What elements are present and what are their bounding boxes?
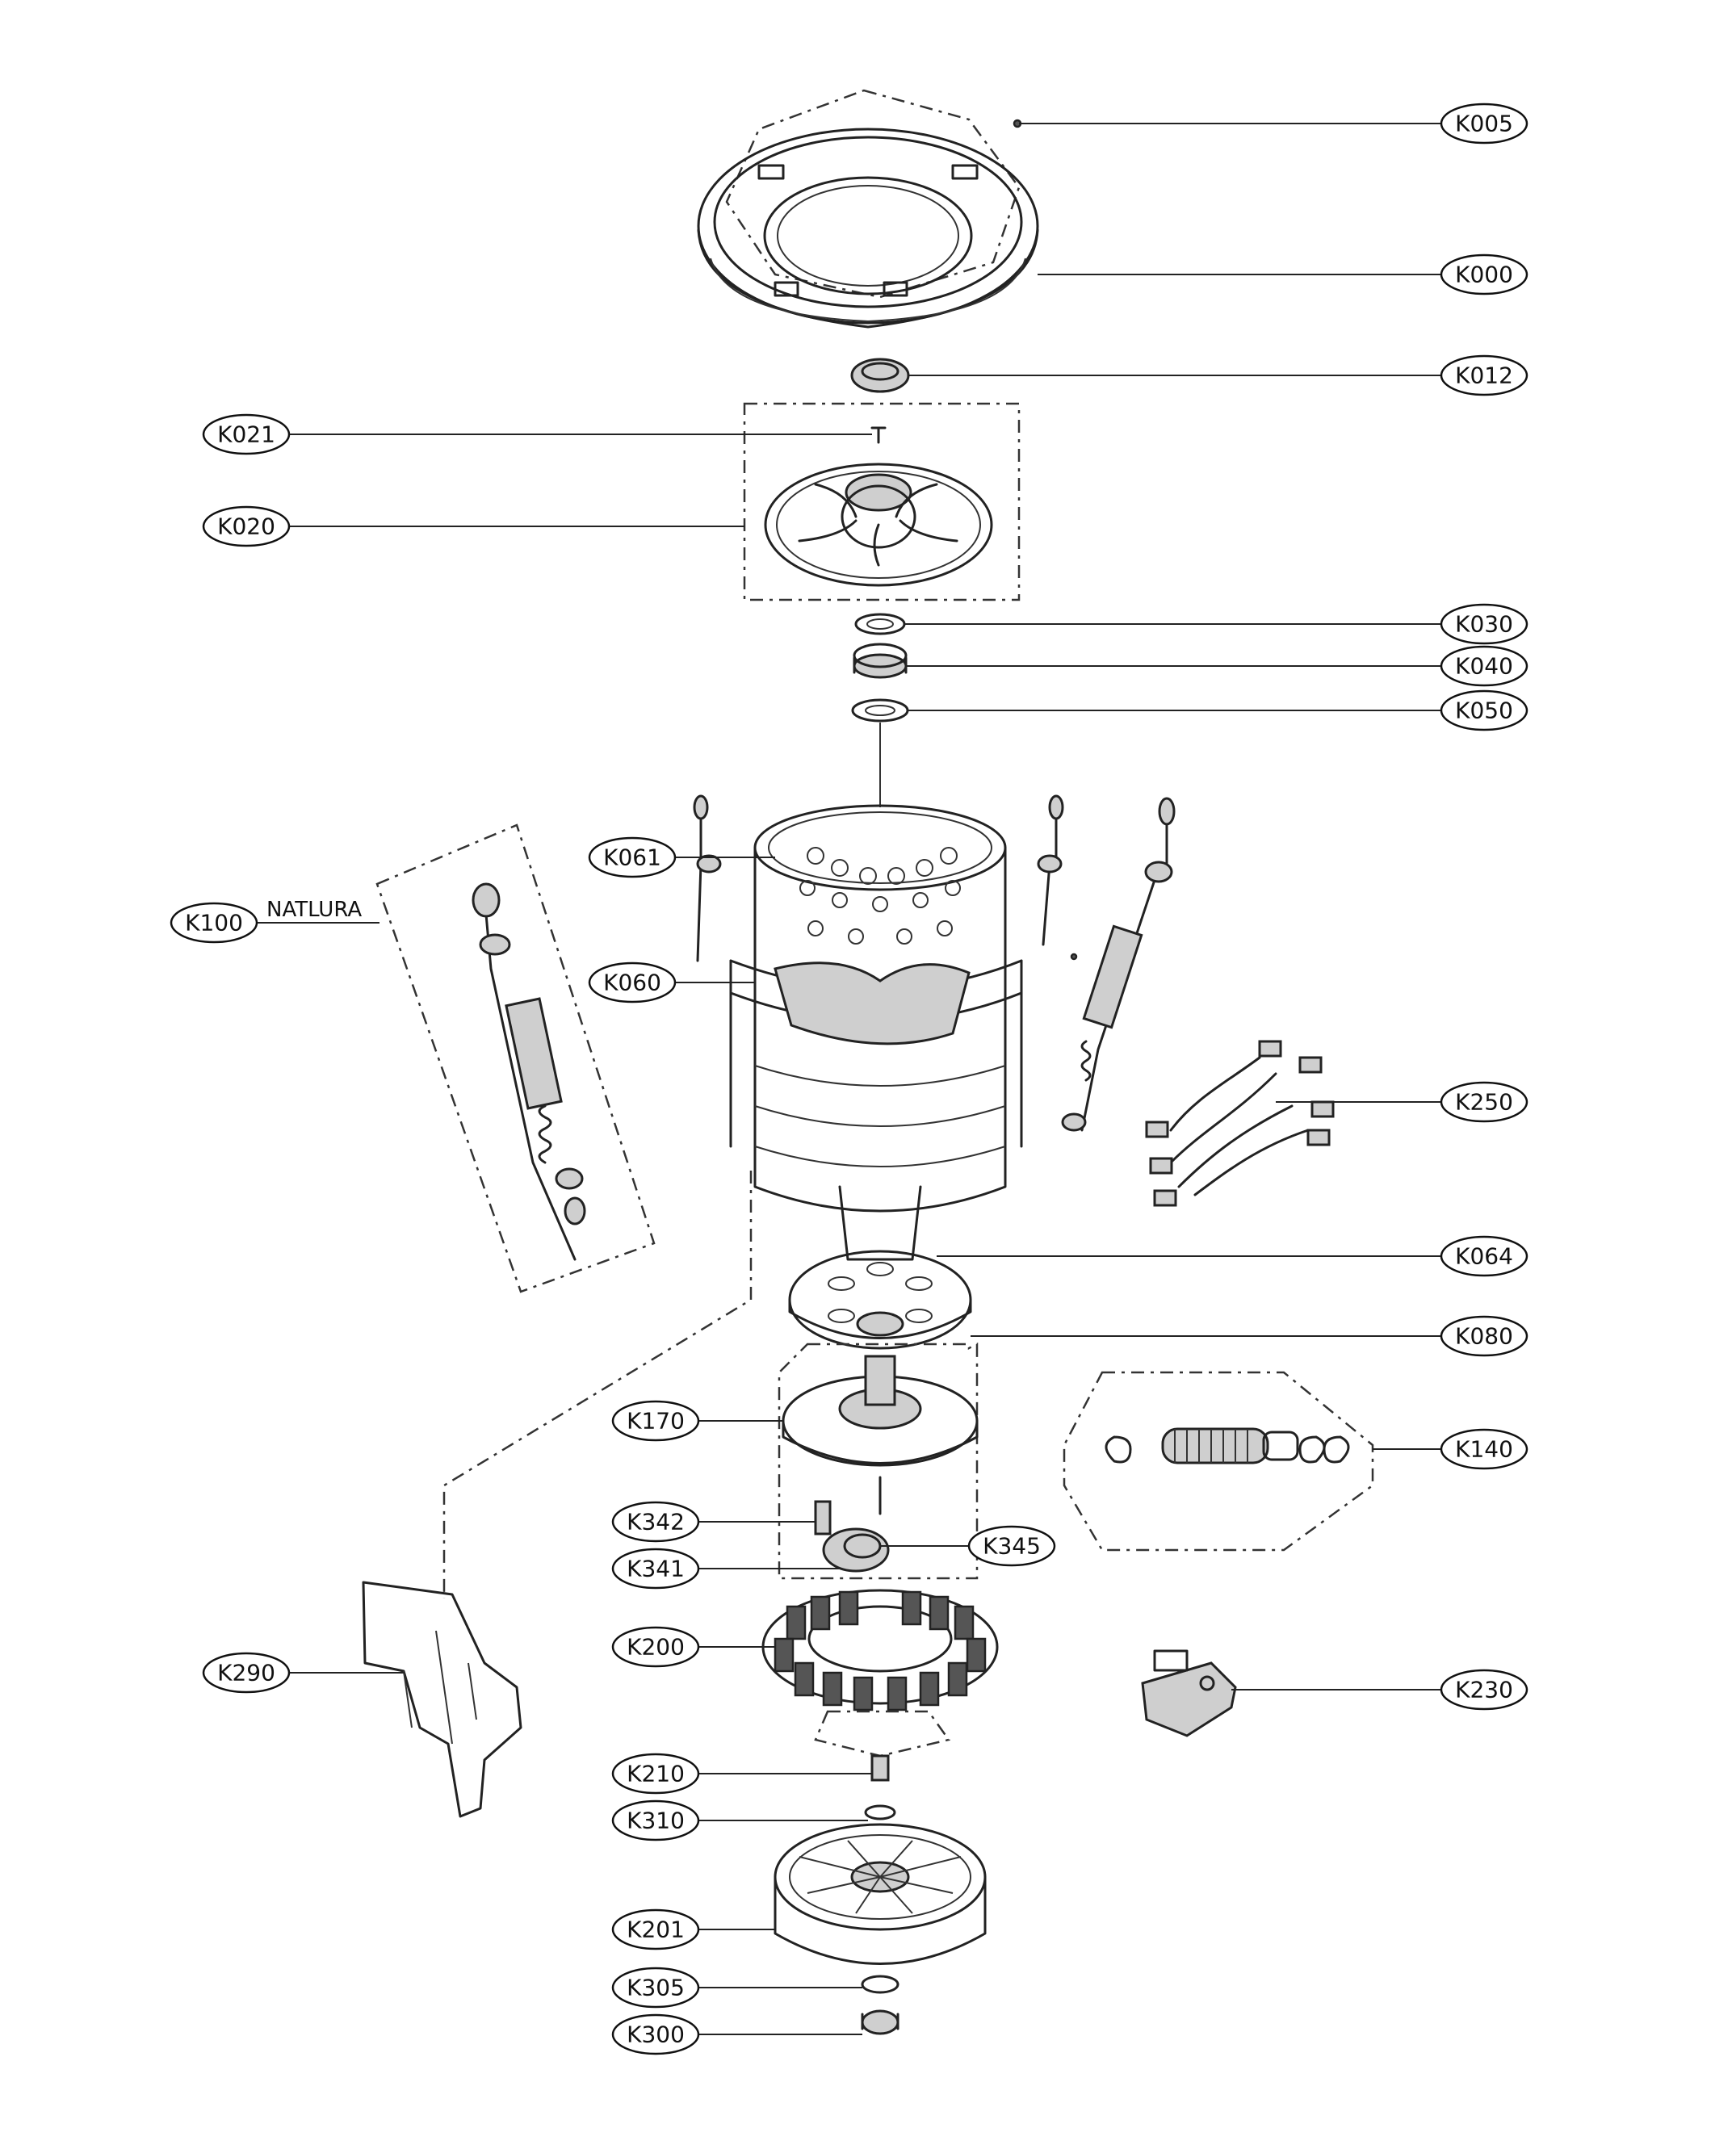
callout-k201: K201 (611, 1908, 700, 1950)
suspension-rod-detail (375, 823, 656, 1293)
callout-k064: K064 (1440, 1235, 1528, 1277)
svg-text:K061: K061 (603, 844, 661, 871)
svg-text:K040: K040 (1455, 653, 1513, 680)
suspension-rods-tub (693, 794, 1176, 1132)
callout-k345: K345 (967, 1525, 1056, 1567)
svg-text:K030: K030 (1455, 611, 1513, 638)
svg-text:K201: K201 (627, 1917, 685, 1943)
rotor-nut-washer (861, 1975, 899, 2035)
callout-k170: K170 (611, 1400, 700, 1442)
rotor (774, 1823, 987, 1965)
callout-k020: K020 (202, 505, 291, 547)
svg-text:K200: K200 (627, 1634, 685, 1661)
leader-lines (242, 123, 1441, 2035)
callout-k305: K305 (611, 1967, 700, 2009)
callout-k342: K342 (611, 1501, 700, 1543)
callout-k000: K000 (1440, 253, 1528, 295)
svg-text:K170: K170 (627, 1408, 685, 1435)
callout-k310: K310 (611, 1799, 700, 1841)
svg-text:K300: K300 (627, 2021, 685, 2048)
svg-text:K064: K064 (1455, 1243, 1513, 1270)
svg-text:K341: K341 (627, 1556, 685, 1582)
svg-text:K012: K012 (1455, 362, 1513, 389)
callout-k061: K061 (588, 836, 677, 878)
svg-text:K080: K080 (1455, 1323, 1513, 1350)
bearing-housing-group (778, 1342, 979, 1580)
svg-text:K305: K305 (627, 1975, 685, 2001)
wash-tub-assembly (729, 804, 1023, 1261)
hub-washer (854, 613, 906, 635)
svg-text:K210: K210 (627, 1761, 685, 1787)
svg-text:K100: K100 (185, 910, 243, 936)
callout-k005: K005 (1440, 103, 1528, 145)
tub-washer (851, 698, 909, 723)
callout-k290: K290 (202, 1652, 291, 1694)
svg-text:K021: K021 (217, 421, 275, 448)
stator (761, 1589, 999, 1757)
svg-text:K050: K050 (1455, 698, 1513, 724)
callout-k300: K300 (611, 2013, 700, 2055)
drain-motor (1141, 1649, 1237, 1737)
hub-nut (853, 643, 908, 679)
callout-k050: K050 (1440, 689, 1528, 731)
callout-k060: K060 (588, 961, 677, 1003)
tub-cover-ring (697, 89, 1039, 329)
callout-k341: K341 (611, 1548, 700, 1590)
wire-harness (1145, 1040, 1335, 1207)
tub-bottom-plate (788, 1250, 972, 1350)
svg-text:K005: K005 (1455, 111, 1513, 137)
callout-k030: K030 (1440, 603, 1528, 645)
svg-text:K000: K000 (1455, 262, 1513, 288)
svg-text:K345: K345 (983, 1533, 1041, 1560)
callout-k021: K021 (202, 413, 291, 455)
callout-k080: K080 (1440, 1315, 1528, 1357)
callout-k100: K100 (170, 902, 258, 944)
svg-text:K060: K060 (603, 970, 661, 996)
callout-k040: K040 (1440, 645, 1528, 687)
svg-text:K310: K310 (627, 1808, 685, 1834)
callout-k140: K140 (1440, 1428, 1528, 1470)
svg-text:K230: K230 (1455, 1677, 1513, 1703)
side-bracket (362, 1581, 522, 1818)
svg-text:K140: K140 (1455, 1436, 1513, 1463)
svg-text:K250: K250 (1455, 1089, 1513, 1116)
balancer-cap (850, 358, 910, 393)
hall-sensor-parts (814, 1500, 890, 1573)
pulsator-group (743, 402, 1021, 601)
rotor-bolt-washer (864, 1754, 896, 1820)
callout-k250: K250 (1440, 1081, 1528, 1123)
callout-k200: K200 (611, 1626, 700, 1668)
svg-text:K290: K290 (217, 1660, 275, 1686)
drain-hose-group (1063, 1371, 1374, 1552)
k290-dashed-path (442, 1171, 753, 1598)
svg-text:K020: K020 (217, 513, 275, 540)
svg-text:K342: K342 (627, 1509, 685, 1535)
callout-k012: K012 (1440, 354, 1528, 396)
natlura-note: NATLURA (266, 898, 362, 922)
callout-k210: K210 (611, 1753, 700, 1795)
callout-k230: K230 (1440, 1669, 1528, 1711)
